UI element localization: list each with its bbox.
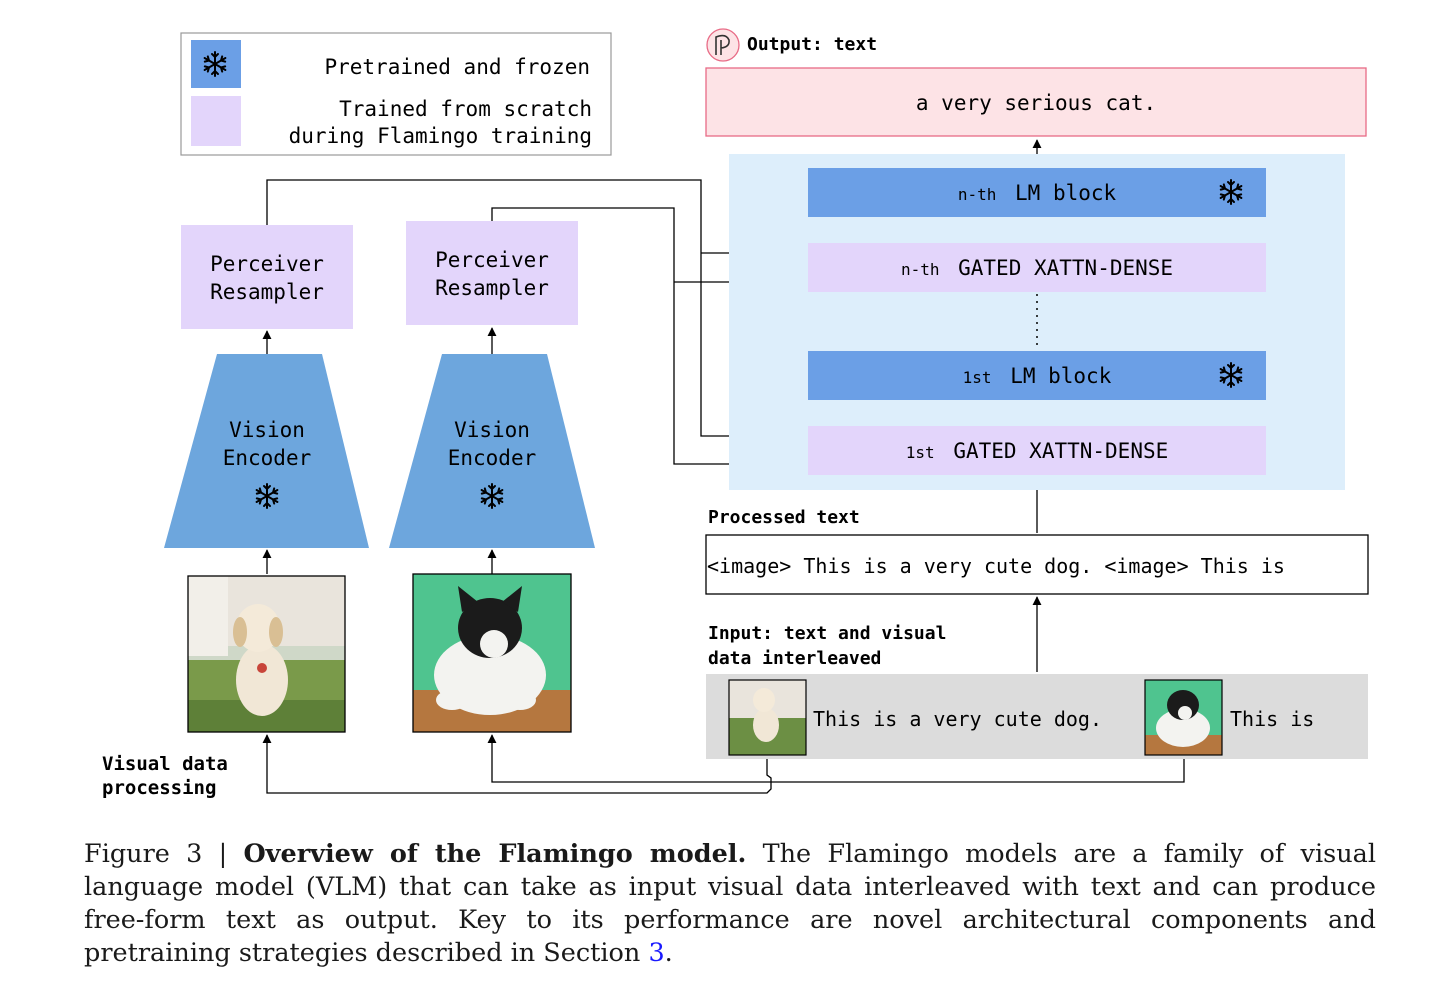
legend-scratch-label-1: Trained from scratch (339, 97, 592, 121)
first-gated-xattn-block: 1st GATED XATTN-DENSE (808, 426, 1266, 475)
vision-label-2: Encoder (223, 446, 312, 470)
svg-text:n-th GATED XATTN-DENSE: n-th GATED XATTN-DENSE (901, 256, 1173, 280)
perceiver-label-2: Resampler (210, 280, 324, 304)
legend-scratch-swatch (191, 96, 241, 146)
vision-encoder-right: Vision Encoder (389, 354, 595, 548)
section-reference-link[interactable]: 3 (648, 938, 665, 968)
input-box (706, 674, 1368, 759)
processed-box (705, 534, 1369, 595)
caption-bold: Overview of the Flamingo model. (243, 839, 747, 869)
first-lm-label: LM block (1010, 364, 1112, 388)
first-lm-block: 1st LM block (808, 351, 1266, 400)
nth-gated-xattn-block: n-th GATED XATTN-DENSE (808, 243, 1266, 292)
vision-label-1: Vision (454, 418, 530, 442)
visual-processing-label-2: processing (102, 777, 216, 799)
nth-lm-block: n-th LM block (808, 168, 1266, 217)
nth-lm-prefix: n-th (958, 185, 997, 204)
perceiver-label-1: Perceiver (210, 252, 324, 276)
legend-scratch-label-2: during Flamingo training (289, 124, 592, 148)
first-gated-label: GATED XATTN-DENSE (953, 439, 1168, 463)
vision-label-1: Vision (229, 418, 305, 442)
first-lm-prefix: 1st (963, 368, 992, 387)
figure-caption: Figure 3 | Overview of the Flamingo mode… (84, 838, 1376, 970)
perceiver-label-1: Perceiver (435, 248, 549, 272)
cat-photo (412, 573, 572, 733)
output-box (705, 67, 1367, 137)
visual-processing-label-1: Visual data (102, 753, 228, 775)
processed-text: <image> This is a very cute dog. <image>… (707, 554, 1285, 578)
processed-text-section: Processed text <image> This is a very cu… (705, 507, 1369, 595)
input-title-1: Input: text and visual (708, 623, 946, 644)
input-title-2: data interleaved (708, 648, 881, 669)
perceiver-label-2: Resampler (435, 276, 549, 300)
input-text-1: This is a very cute dog. (813, 707, 1102, 731)
perceiver-resampler-left: Perceiver Resampler (181, 225, 353, 329)
caption-prefix: Figure 3 | (84, 839, 244, 869)
processed-title: Processed text (708, 507, 860, 528)
caption-body: The Flamingo models are a family of visu… (84, 839, 1376, 968)
output-title: Output: text (747, 34, 877, 55)
caption-end: . (664, 938, 673, 968)
vision-encoder-left: Vision Encoder (164, 354, 369, 548)
nth-gated-label: GATED XATTN-DENSE (958, 256, 1173, 280)
dog-photo (187, 575, 346, 733)
connector-lines (262, 139, 1185, 794)
nth-gated-prefix: n-th (901, 260, 940, 279)
legend: Pretrained and frozen Trained from scrat… (180, 32, 612, 156)
legend-frozen-label: Pretrained and frozen (324, 55, 590, 79)
cat-thumbnail (1144, 679, 1223, 756)
svg-text:1st LM block: 1st LM block (963, 364, 1112, 388)
perceiver-resampler-right: Perceiver Resampler (406, 221, 578, 325)
flamingo-logo-icon (706, 28, 740, 62)
first-gated-prefix: 1st (906, 443, 935, 462)
input-section: Input: text and visual data interleaved … (706, 623, 1368, 759)
dog-thumbnail (728, 679, 807, 756)
vision-label-2: Encoder (448, 446, 537, 470)
output-section: Output: text a very serious cat. (705, 28, 1367, 137)
output-text: a very serious cat. (916, 91, 1156, 115)
input-text-2: This is (1230, 707, 1314, 731)
svg-text:1st GATED XATTN-DENSE: 1st GATED XATTN-DENSE (906, 439, 1169, 463)
flamingo-glyph (715, 34, 730, 55)
nth-lm-label: LM block (1015, 181, 1117, 205)
svg-text:n-th LM block: n-th LM block (958, 181, 1117, 205)
